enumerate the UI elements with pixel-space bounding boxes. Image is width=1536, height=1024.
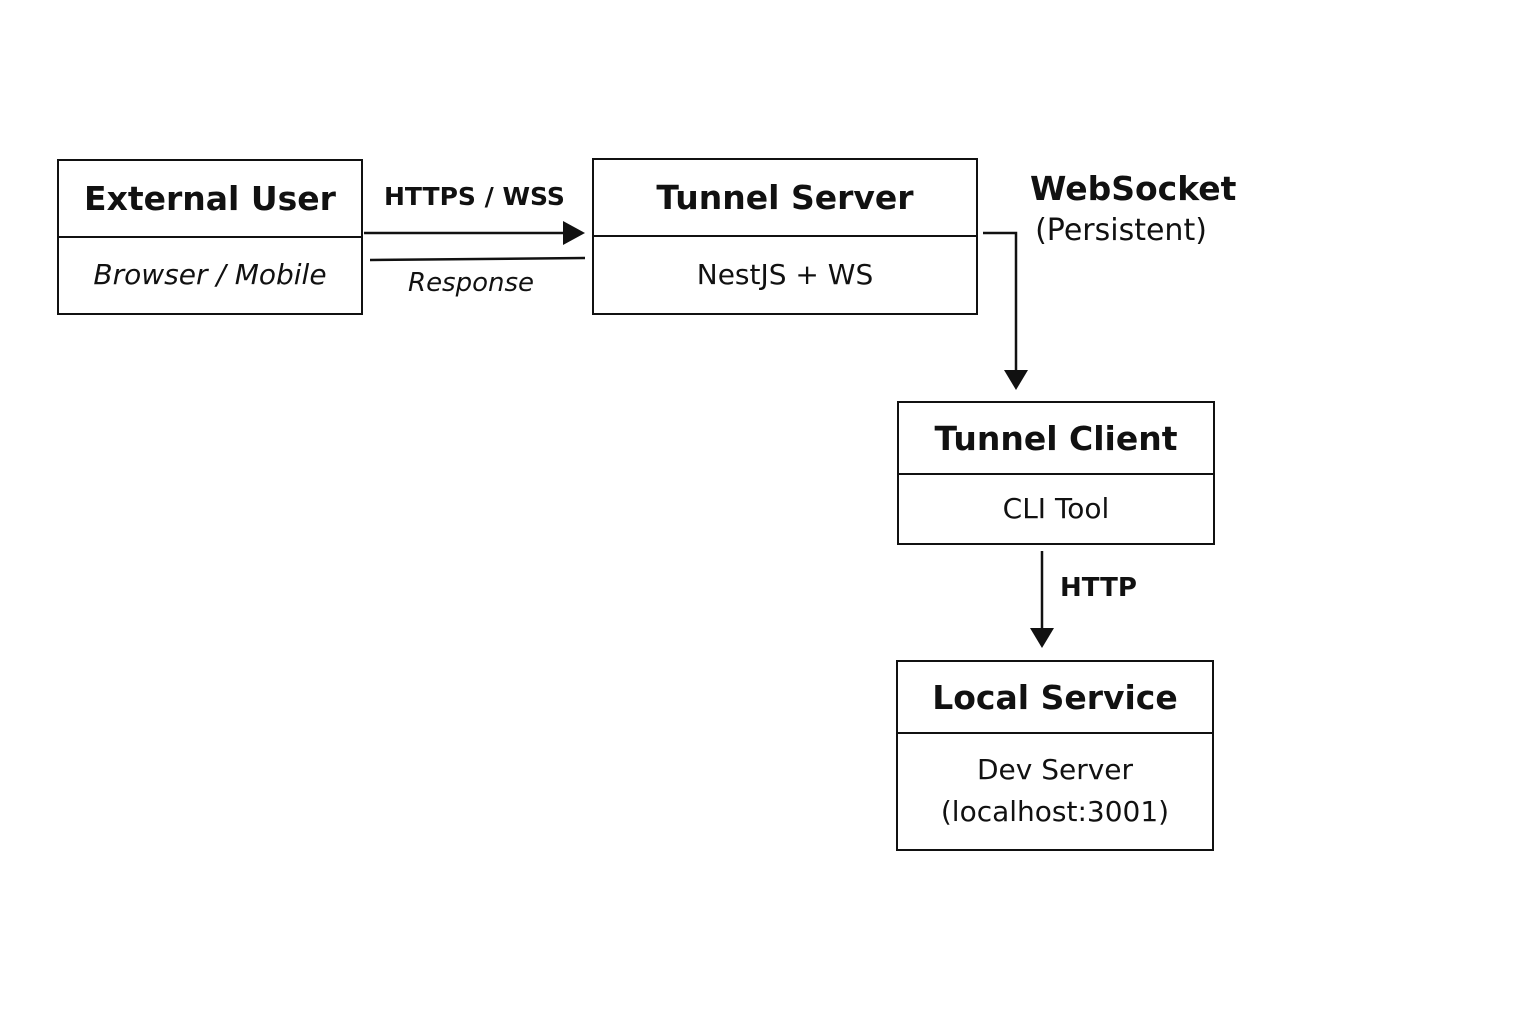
local-service-subtitle: Dev Server (localhost:3001) xyxy=(898,734,1212,848)
websocket-edge-label-main: WebSocket xyxy=(1030,169,1237,208)
http-edge-label: HTTP xyxy=(1060,573,1137,603)
websocket-edge-label: WebSocket (Persistent) xyxy=(1030,168,1237,252)
tunnel-server-title: Tunnel Server xyxy=(594,160,976,237)
tunnel-server-subtitle-text: NestJS + WS xyxy=(696,257,874,291)
response-edge-label: Response xyxy=(408,268,535,298)
local-service-node: Local Service Dev Server (localhost:3001… xyxy=(896,660,1214,851)
tunnel-server-subtitle: NestJS + WS xyxy=(594,237,976,312)
request-arrowhead xyxy=(563,221,585,245)
tunnel-client-subtitle: CLI Tool xyxy=(899,475,1213,542)
external-user-subtitle: Browser / Mobile xyxy=(59,238,361,312)
tunnel-client-subtitle-text: CLI Tool xyxy=(1002,491,1110,525)
local-service-title: Local Service xyxy=(898,662,1212,734)
tunnel-client-node: Tunnel Client CLI Tool xyxy=(897,401,1215,545)
tunnel-client-title: Tunnel Client xyxy=(899,403,1213,475)
external-user-subtitle-text: Browser / Mobile xyxy=(93,258,327,291)
tunnel-server-node: Tunnel Server NestJS + WS xyxy=(592,158,978,315)
request-edge-label: HTTPS / WSS xyxy=(384,182,565,211)
local-service-subtitle-line2: (localhost:3001) xyxy=(940,795,1170,828)
http-arrowhead xyxy=(1030,628,1054,648)
external-user-node: External User Browser / Mobile xyxy=(57,159,363,315)
local-service-subtitle-line1: Dev Server xyxy=(976,753,1134,786)
websocket-connector-line xyxy=(983,231,1018,372)
external-user-title: External User xyxy=(59,161,361,238)
response-line xyxy=(369,256,586,262)
websocket-edge-label-note: (Persistent) xyxy=(1035,213,1207,248)
websocket-arrowhead xyxy=(1004,370,1028,390)
